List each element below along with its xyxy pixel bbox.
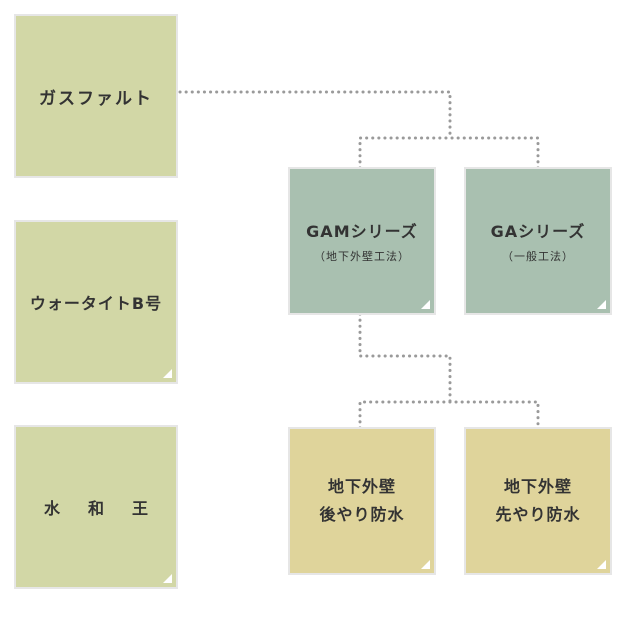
node-ga-title: GAシリーズ [490, 222, 586, 241]
corner-arrow-icon [421, 300, 430, 309]
node-after-line2: 後やり防水 [319, 505, 405, 524]
connector-gam-to-branch [358, 312, 452, 404]
node-after-waterproofing[interactable]: 地下外壁 後やり防水 [288, 427, 436, 575]
corner-arrow-icon [597, 300, 606, 309]
node-ga-series[interactable]: GAシリーズ （一般工法） [464, 167, 612, 315]
node-gasphalt-label: ガスファルト [39, 88, 153, 109]
connector-branch-after-before [358, 400, 540, 430]
node-after-line1: 地下外壁 [327, 477, 396, 496]
node-before-waterproofing[interactable]: 地下外壁 先やり防水 [464, 427, 612, 575]
connector-branch-gam-ga [358, 136, 540, 170]
node-waterite[interactable]: ウォータイトB号 [14, 220, 178, 384]
node-gam-title: GAMシリーズ [306, 222, 418, 241]
corner-arrow-icon [421, 560, 430, 569]
node-suiwaou-label: 水和王 [44, 499, 177, 518]
node-waterite-label: ウォータイトB号 [29, 294, 163, 313]
corner-arrow-icon [163, 369, 172, 378]
corner-arrow-icon [163, 574, 172, 583]
connector-gasphalt-to-branch [178, 90, 452, 140]
node-suiwaou[interactable]: 水和王 [14, 425, 178, 589]
node-before-line1: 地下外壁 [503, 477, 572, 496]
node-before-line2: 先やり防水 [495, 505, 581, 524]
node-ga-subtitle: （一般工法） [502, 250, 574, 263]
node-gam-series[interactable]: GAMシリーズ （地下外壁工法） [288, 167, 436, 315]
corner-arrow-icon [597, 560, 606, 569]
node-gasphalt[interactable]: ガスファルト [14, 14, 178, 178]
node-gam-subtitle: （地下外壁工法） [314, 250, 410, 263]
